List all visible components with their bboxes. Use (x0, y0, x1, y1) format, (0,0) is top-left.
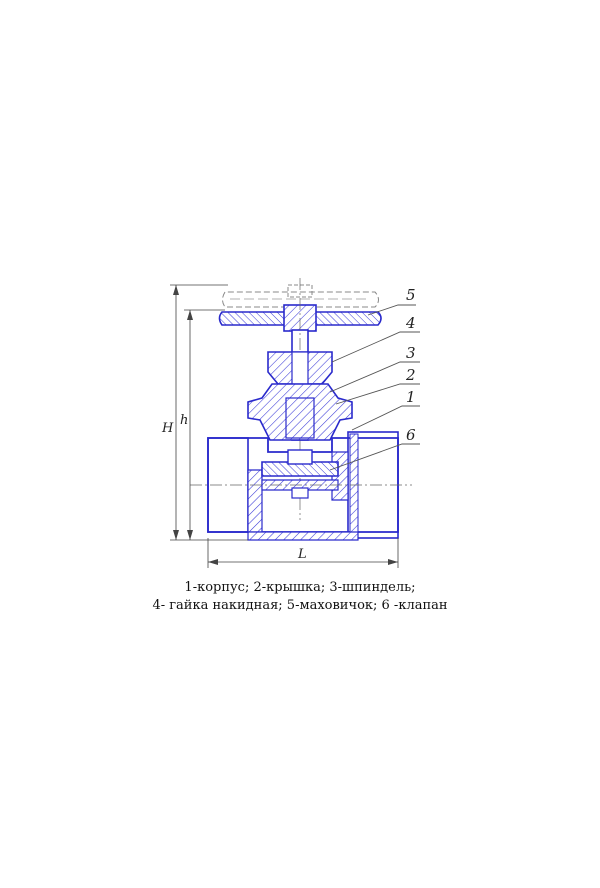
dimension-lines (170, 284, 399, 568)
union-nut (267, 351, 333, 385)
dimension-L: L (297, 547, 307, 562)
valve-disc (261, 449, 339, 499)
callout-1: 1 (406, 388, 416, 406)
callout-5: 5 (406, 286, 416, 304)
bonnet (247, 383, 353, 441)
leader-lines (329, 304, 420, 471)
dimension-h: h (180, 413, 188, 428)
caption-line-1: 1-корпус; 2-крышка; 3-шпиндель; (184, 580, 416, 595)
callout-6: 6 (406, 426, 416, 444)
dimension-H: H (161, 421, 174, 436)
valve-body (190, 431, 412, 541)
callout-4: 4 (405, 314, 416, 332)
callout-3: 3 (406, 344, 416, 362)
callout-2: 2 (405, 366, 416, 384)
caption-line-2: 4- гайка накидная; 5-маховичок; 6 -клапа… (152, 598, 448, 613)
